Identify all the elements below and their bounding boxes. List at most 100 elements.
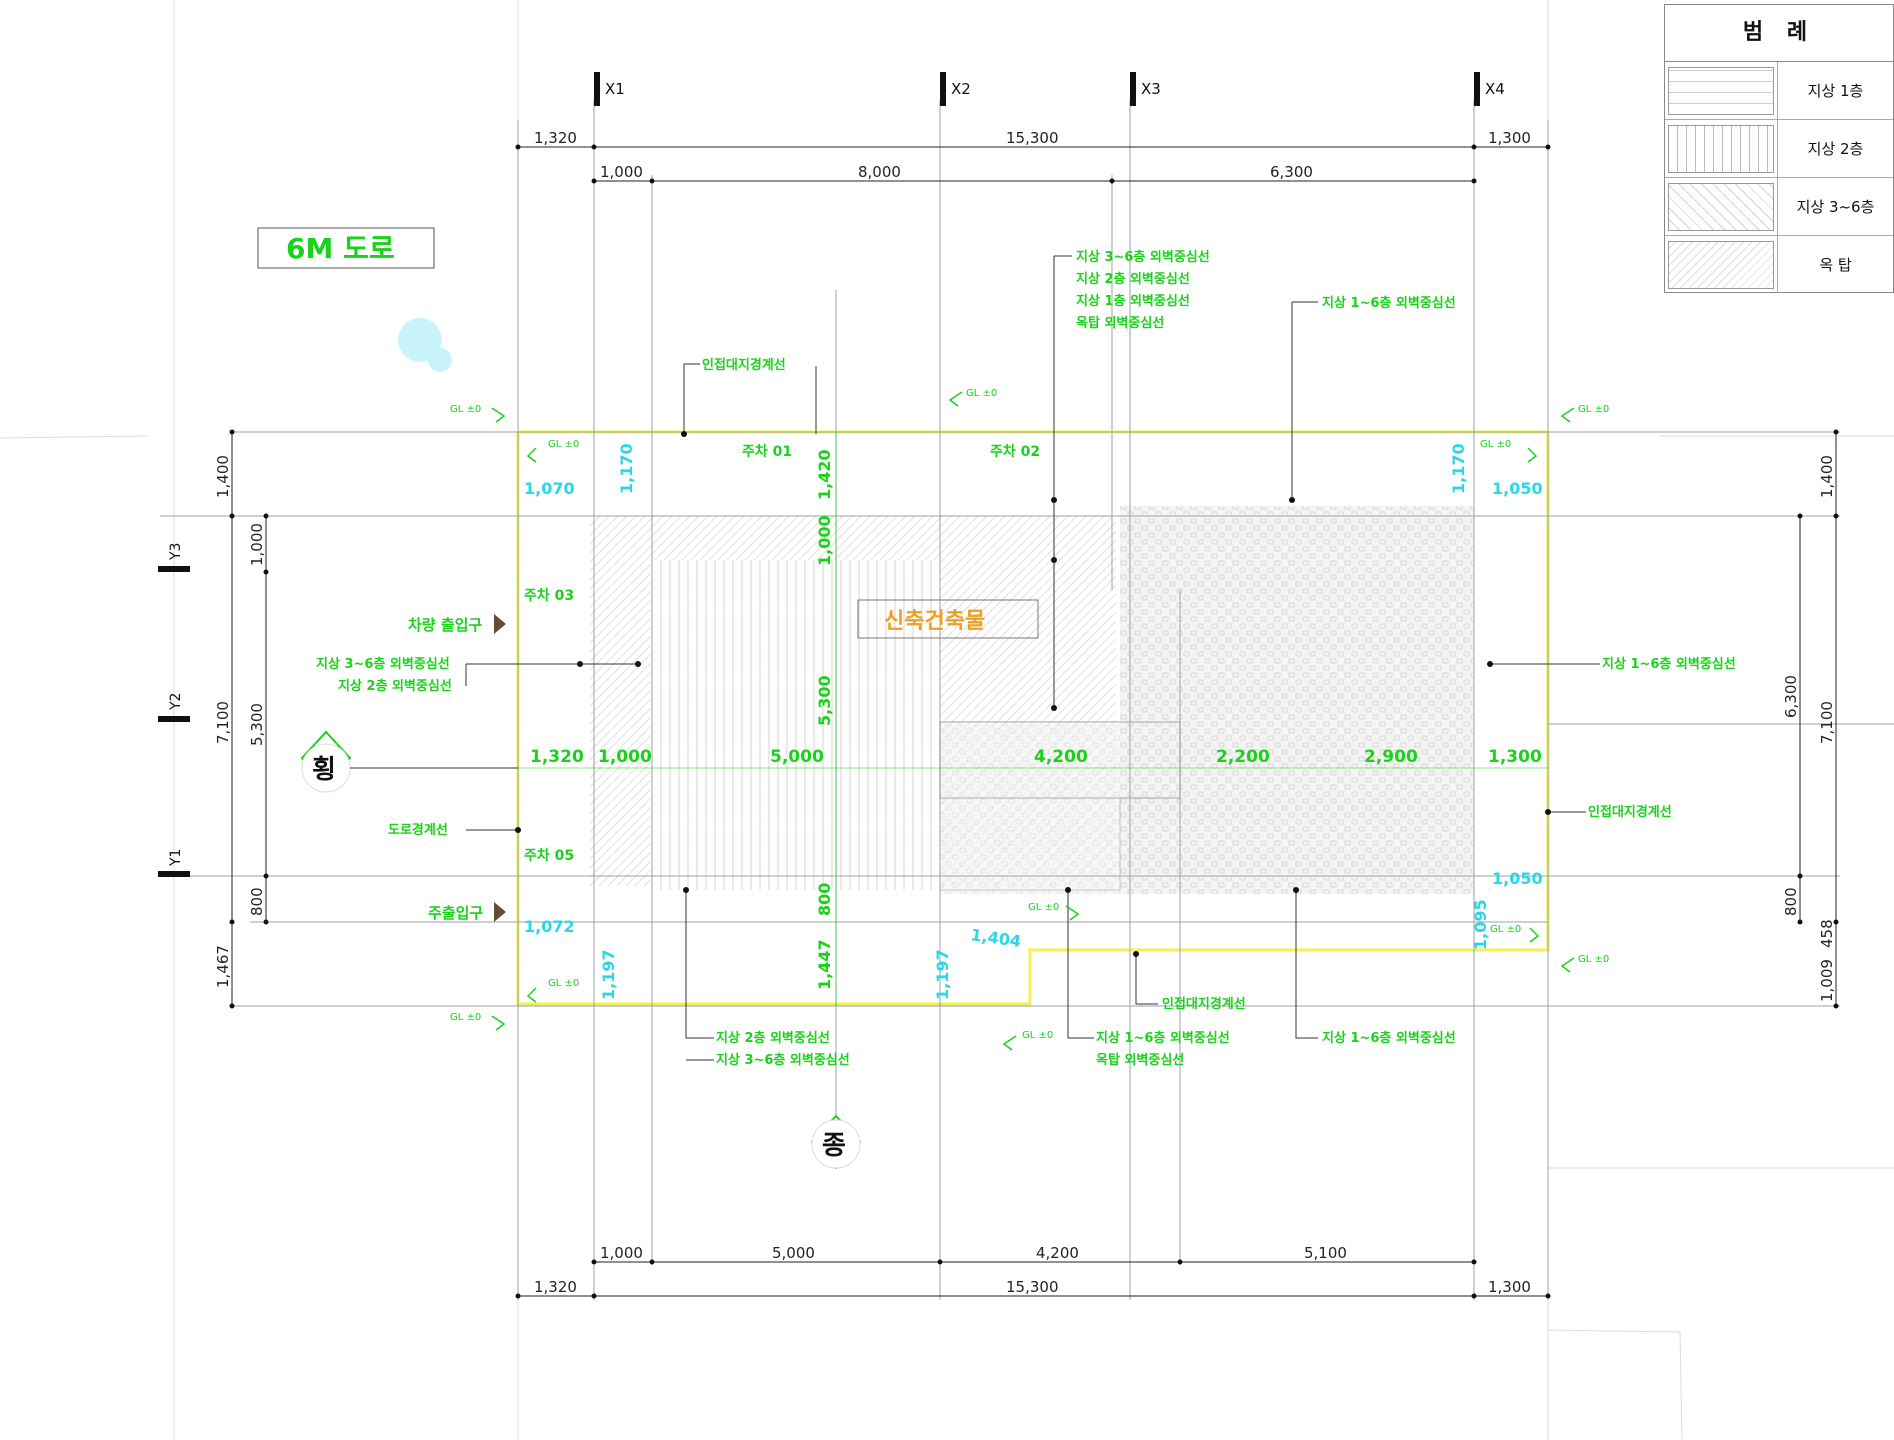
cyan-dim-8: 1,197: [933, 949, 952, 1000]
legend-row: 옥 탑: [1665, 236, 1893, 293]
note-top-right: 지상 1~6층 외벽중심선: [1322, 295, 1456, 311]
note-right-adjacent: 인접대지경계선: [1588, 804, 1672, 820]
pedestrian-entrance-arrow: [494, 902, 506, 922]
note-adjacent-top: 인접대지경계선: [702, 357, 786, 373]
mid-dim-6: 2,900: [1364, 747, 1418, 767]
cyan-dim-1: 1,070: [524, 479, 575, 498]
vcenter-dim-3: 5,300: [815, 675, 834, 726]
note-bottom-left-1: 지상 2층 외벽중심선: [716, 1030, 830, 1046]
cyan-dim-2: 1,170: [617, 443, 636, 494]
grid-label-y3: Y3: [168, 543, 184, 561]
note-right-mid: 지상 1~6층 외벽중심선: [1602, 656, 1736, 672]
leader-lines: [465, 255, 1600, 1061]
cyan-dimensions: 1,070 1,170 1,170 1,050 1,050 1,072 1,19…: [524, 443, 1543, 1000]
cyan-dim-5: 1,050: [1492, 869, 1543, 888]
dim-top-total-right: 1,300: [1488, 129, 1531, 147]
dim-top-sub-2: 8,000: [858, 163, 901, 181]
section-mark-vertical-label: 종: [822, 1131, 846, 1161]
dim-top-sub-1: 1,000: [600, 163, 643, 181]
legend-swatch-2f: [1668, 124, 1774, 173]
mid-row-dimensions: 1,320 1,000 5,000 4,200 2,200 2,900 1,30…: [518, 747, 1548, 769]
dimension-ticks: [229, 144, 1839, 1299]
legend-row: 지상 1층: [1665, 62, 1893, 120]
mid-dim-2: 1,000: [598, 747, 652, 767]
parking-label-02: 주차 02: [990, 444, 1040, 460]
gl-mark-5: GL ±0: [1578, 404, 1609, 415]
dim-top-total-mid: 15,300: [1006, 129, 1059, 147]
legend-label: 옥 탑: [1819, 256, 1852, 274]
section-mark-horizontal: 횡: [300, 730, 518, 793]
note-bottom-mid-2: 옥탑 외벽중심선: [1096, 1052, 1184, 1068]
cyan-dim-4: 1,050: [1492, 479, 1543, 498]
legend-swatch-1f: [1668, 66, 1774, 115]
annotations: 지상 3~6층 외벽중심선 지상 2층 외벽중심선 지상 1층 외벽중심선 옥탑…: [316, 249, 1736, 1068]
dim-right-outer-1: 1,400: [1818, 455, 1836, 498]
cyan-dim-9: 1,404: [969, 925, 1022, 951]
dim-bottom-sub-3: 4,200: [1036, 1244, 1079, 1262]
mid-dim-1: 1,320: [530, 747, 584, 767]
dim-left-outer-2: 7,100: [214, 701, 232, 744]
road-label: 6M 도로: [286, 232, 395, 265]
gl-mark-3: GL ±0: [966, 388, 997, 399]
grid-label-y2: Y2: [168, 693, 184, 711]
note-top-1: 지상 3~6층 외벽중심선: [1076, 249, 1210, 265]
faint-mark: [398, 318, 452, 372]
leader-dots: [515, 431, 1551, 957]
legend-label: 지상 1층: [1807, 82, 1864, 100]
note-top-3: 지상 1층 외벽중심선: [1076, 293, 1190, 309]
dim-bottom-total-right: 1,300: [1488, 1278, 1531, 1296]
gl-mark-10: GL ±0: [450, 1012, 481, 1023]
grid-label-x2: X2: [951, 80, 971, 98]
section-mark-horizontal-label: 횡: [312, 755, 336, 785]
gl-mark-1: GL ±0: [450, 404, 481, 415]
note-bottom-right: 지상 1~6층 외벽중심선: [1322, 1030, 1456, 1046]
dim-top-total-left: 1,320: [534, 129, 577, 147]
legend-label: 지상 3~6층: [1796, 198, 1875, 216]
note-bottom-mid-1: 지상 1~6층 외벽중심선: [1096, 1030, 1230, 1046]
dim-right-inner-2: 800: [1782, 887, 1800, 916]
note-bottom-left-2: 지상 3~6층 외벽중심선: [716, 1052, 850, 1068]
dim-left-inner-3: 800: [248, 887, 266, 916]
gl-mark-9: GL ±0: [1578, 954, 1609, 965]
vehicle-entrance-arrow: [494, 614, 506, 634]
gl-mark-2: GL ±0: [548, 439, 579, 450]
legend-swatch-3-6f: [1668, 182, 1774, 231]
vehicle-entrance-label: 차량 출입구: [408, 616, 482, 634]
grid-lines: [160, 100, 1894, 1300]
parking-label-01: 주차 01: [742, 444, 792, 460]
mid-dim-3: 5,000: [770, 747, 824, 767]
legend-label: 지상 2층: [1807, 140, 1864, 158]
vcenter-dim-2: 1,000: [815, 515, 834, 566]
dim-bottom-total-mid: 15,300: [1006, 1278, 1059, 1296]
note-top-2: 지상 2층 외벽중심선: [1076, 271, 1190, 287]
dim-bottom-total-left: 1,320: [534, 1278, 577, 1296]
gl-mark-6: GL ±0: [1028, 902, 1059, 913]
ground-level-marks: GL ±0 GL ±0 GL ±0 GL ±0 GL ±0 GL ±0 GL ±…: [450, 388, 1609, 1041]
mid-dim-5: 2,200: [1216, 747, 1270, 767]
cyan-dim-10: 1,095: [1471, 899, 1490, 950]
gl-mark-7: GL ±0: [1490, 924, 1521, 935]
parking-label-05: 주차 05: [524, 848, 574, 864]
dim-right-inner-1: 6,300: [1782, 675, 1800, 718]
gl-arrows: [491, 391, 1575, 1051]
dim-bottom-sub-2: 5,000: [772, 1244, 815, 1262]
parking-label-03: 주차 03: [524, 588, 574, 604]
cyan-dim-3: 1,170: [1449, 443, 1468, 494]
entrances: 차량 출입구 주출입구: [408, 614, 506, 922]
dim-bottom-sub-4: 5,100: [1304, 1244, 1347, 1262]
grid-label-x1: X1: [605, 80, 625, 98]
dim-left-inner-2: 5,300: [248, 703, 266, 746]
vertical-center-dimensions: 1,420 1,000 5,300 800 1,447: [815, 432, 837, 1006]
note-left-2: 지상 2층 외벽중심선: [338, 678, 452, 694]
legend-row: 지상 2층: [1665, 120, 1893, 178]
grid-label-y1: Y1: [168, 849, 184, 867]
legend-title: 범 례: [1665, 5, 1893, 62]
dim-left-outer-3: 1,467: [214, 945, 232, 988]
dim-right-outer-3: 1,009: [1818, 959, 1836, 1002]
vcenter-dim-1: 1,420: [815, 449, 834, 500]
vcenter-dim-5: 1,447: [815, 939, 834, 990]
dimension-lines: [231, 146, 1837, 1297]
building-footprint: [590, 506, 1474, 894]
gl-mark-11: GL ±0: [1022, 1030, 1053, 1041]
